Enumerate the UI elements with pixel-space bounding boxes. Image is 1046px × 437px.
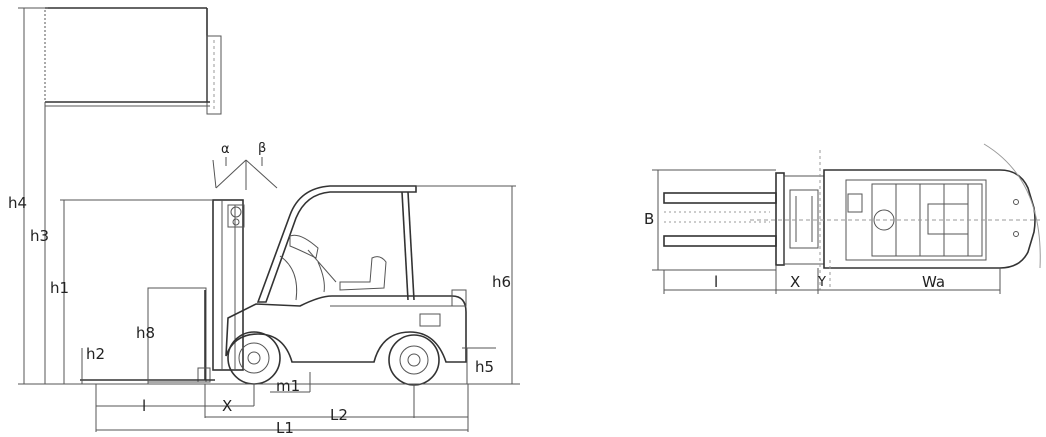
label-h1: h1 xyxy=(50,279,70,297)
label-h8: h8 xyxy=(136,324,156,342)
label-h5: h5 xyxy=(475,358,495,376)
rear-wheel xyxy=(388,334,440,386)
label-b: B xyxy=(644,210,655,228)
label-wa: Wa xyxy=(922,273,946,291)
label-h6: h6 xyxy=(492,273,512,291)
label-top-y: Y xyxy=(818,275,826,290)
top-truck-body xyxy=(823,169,1036,269)
top-fork-upper xyxy=(663,192,777,204)
raised-load xyxy=(44,7,208,103)
label-l2: L2 xyxy=(330,406,348,424)
mast xyxy=(212,199,244,371)
truck-body xyxy=(225,295,467,363)
label-h4: h4 xyxy=(8,194,28,212)
side-view-dimensions xyxy=(18,7,516,432)
front-wheel xyxy=(227,331,281,385)
label-h2: h2 xyxy=(86,345,106,363)
lowered-load xyxy=(147,287,207,383)
side-view-drawing xyxy=(18,7,520,386)
label-alpha: α xyxy=(221,142,230,157)
label-side-l: l xyxy=(142,397,147,415)
label-h3: h3 xyxy=(30,227,50,245)
overhead-guard xyxy=(256,185,417,303)
top-fork-lower xyxy=(663,235,777,247)
label-top-l: l xyxy=(714,273,719,291)
label-top-x: X xyxy=(790,273,801,291)
top-view-drawing xyxy=(663,143,1041,290)
label-side-x: X xyxy=(222,397,233,415)
label-m1: m1 xyxy=(276,377,301,395)
top-view-dimensions xyxy=(652,169,1001,294)
label-l1: L1 xyxy=(276,419,294,437)
label-beta: β xyxy=(258,141,267,156)
